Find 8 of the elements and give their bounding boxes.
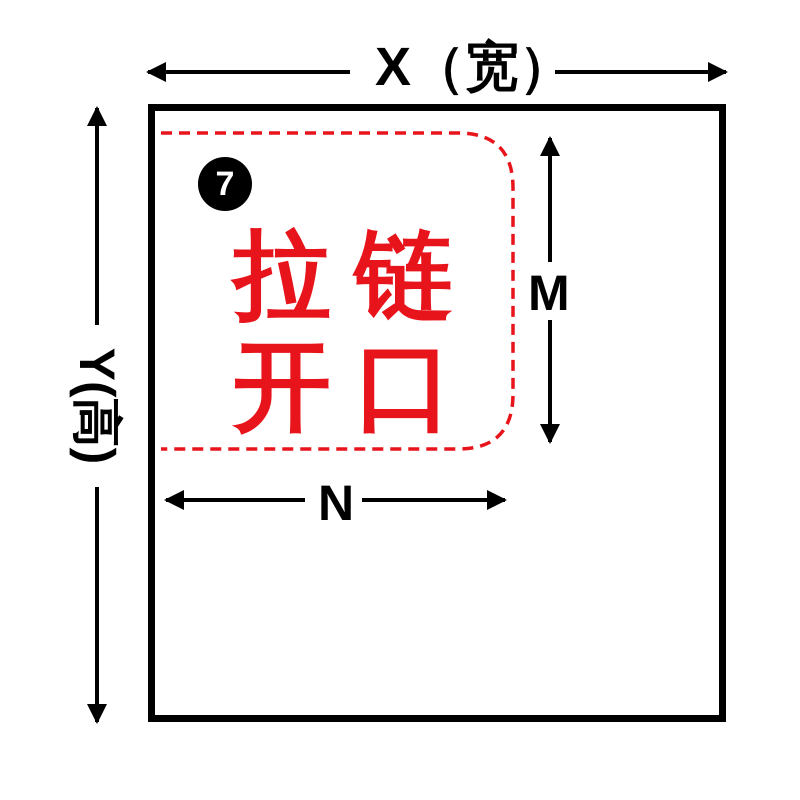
dimension-label: M [528,268,570,318]
dashed-region [161,131,517,453]
callout-number: 7 [198,157,252,211]
dimension-label: N [318,478,354,528]
outer-frame [148,104,726,722]
dimension-label: X（宽） [375,40,574,94]
region-label: 拉链开口 [233,219,483,443]
dimension-label: Y(高) [72,348,122,464]
